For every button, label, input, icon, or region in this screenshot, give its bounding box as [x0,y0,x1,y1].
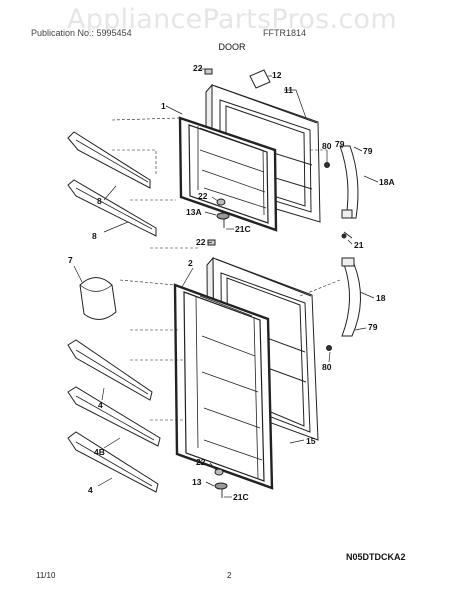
section-title: DOOR [218,42,246,52]
callout-11: 11 [284,85,293,95]
watermark: AppliancePartsPros.com [67,4,397,35]
fresh-food-shelf-middle [67,386,161,447]
fresh-food-hinge-parts [207,239,228,498]
callout-22-fresh-top: 22 [196,237,206,247]
callout-labels: 22 12 11 1 80 79 79 18A 8 8 22 13A 21C 2… [68,63,395,502]
callout-7: 7 [68,255,73,265]
callout-4-lower: 4 [88,485,93,495]
callout-22-fresh-hinge: 22 [196,457,206,467]
page-number: 2 [227,571,232,580]
callout-12: 12 [272,70,282,80]
callout-79-freezer-b: 79 [363,146,373,156]
callout-22-freezer-top: 22 [193,63,203,73]
publication-number: Publication No.: 5995454 [31,28,132,38]
assembly-guide-lines [111,117,341,421]
callout-18A: 18A [379,177,395,187]
callout-18: 18 [376,293,386,303]
model-number: FFTR1814 [263,28,307,38]
callout-13: 13 [192,477,202,487]
callout-21: 21 [354,240,364,250]
callout-13A: 13A [186,207,202,217]
fresh-food-shelf-upper [67,339,153,401]
callout-8-lower: 8 [92,231,97,241]
callout-80-fresh: 80 [322,362,332,372]
freezer-door-gasket [178,116,278,232]
callout-79-fresh: 79 [368,322,378,332]
freezer-shelf-lower [67,179,157,237]
callout-80-freezer: 80 [322,141,332,151]
callout-8-upper: 8 [97,196,102,206]
freezer-hinge-parts [204,68,271,228]
callout-22-freezer-hinge: 22 [198,191,208,201]
callout-21C-freezer: 21C [235,224,251,234]
freezer-handle [324,145,359,239]
callout-4-upper: 4 [98,400,103,410]
fresh-food-handle [326,257,362,351]
callout-4B: 4B [94,447,105,457]
publication-date: 11/10 [36,571,56,580]
callout-21C-fresh: 21C [233,492,249,502]
dairy-compartment [79,277,117,320]
callout-79-freezer-a: 79 [335,139,345,149]
fresh-food-door-gasket [173,283,274,490]
fresh-food-shelf-lower [67,431,159,493]
leader-lines [73,68,379,498]
diagram-code: N05DTDCKA2 [346,552,406,562]
freezer-shelf-upper [67,131,151,189]
callout-15: 15 [306,436,316,446]
callout-1: 1 [161,101,166,111]
callout-2: 2 [188,258,193,268]
